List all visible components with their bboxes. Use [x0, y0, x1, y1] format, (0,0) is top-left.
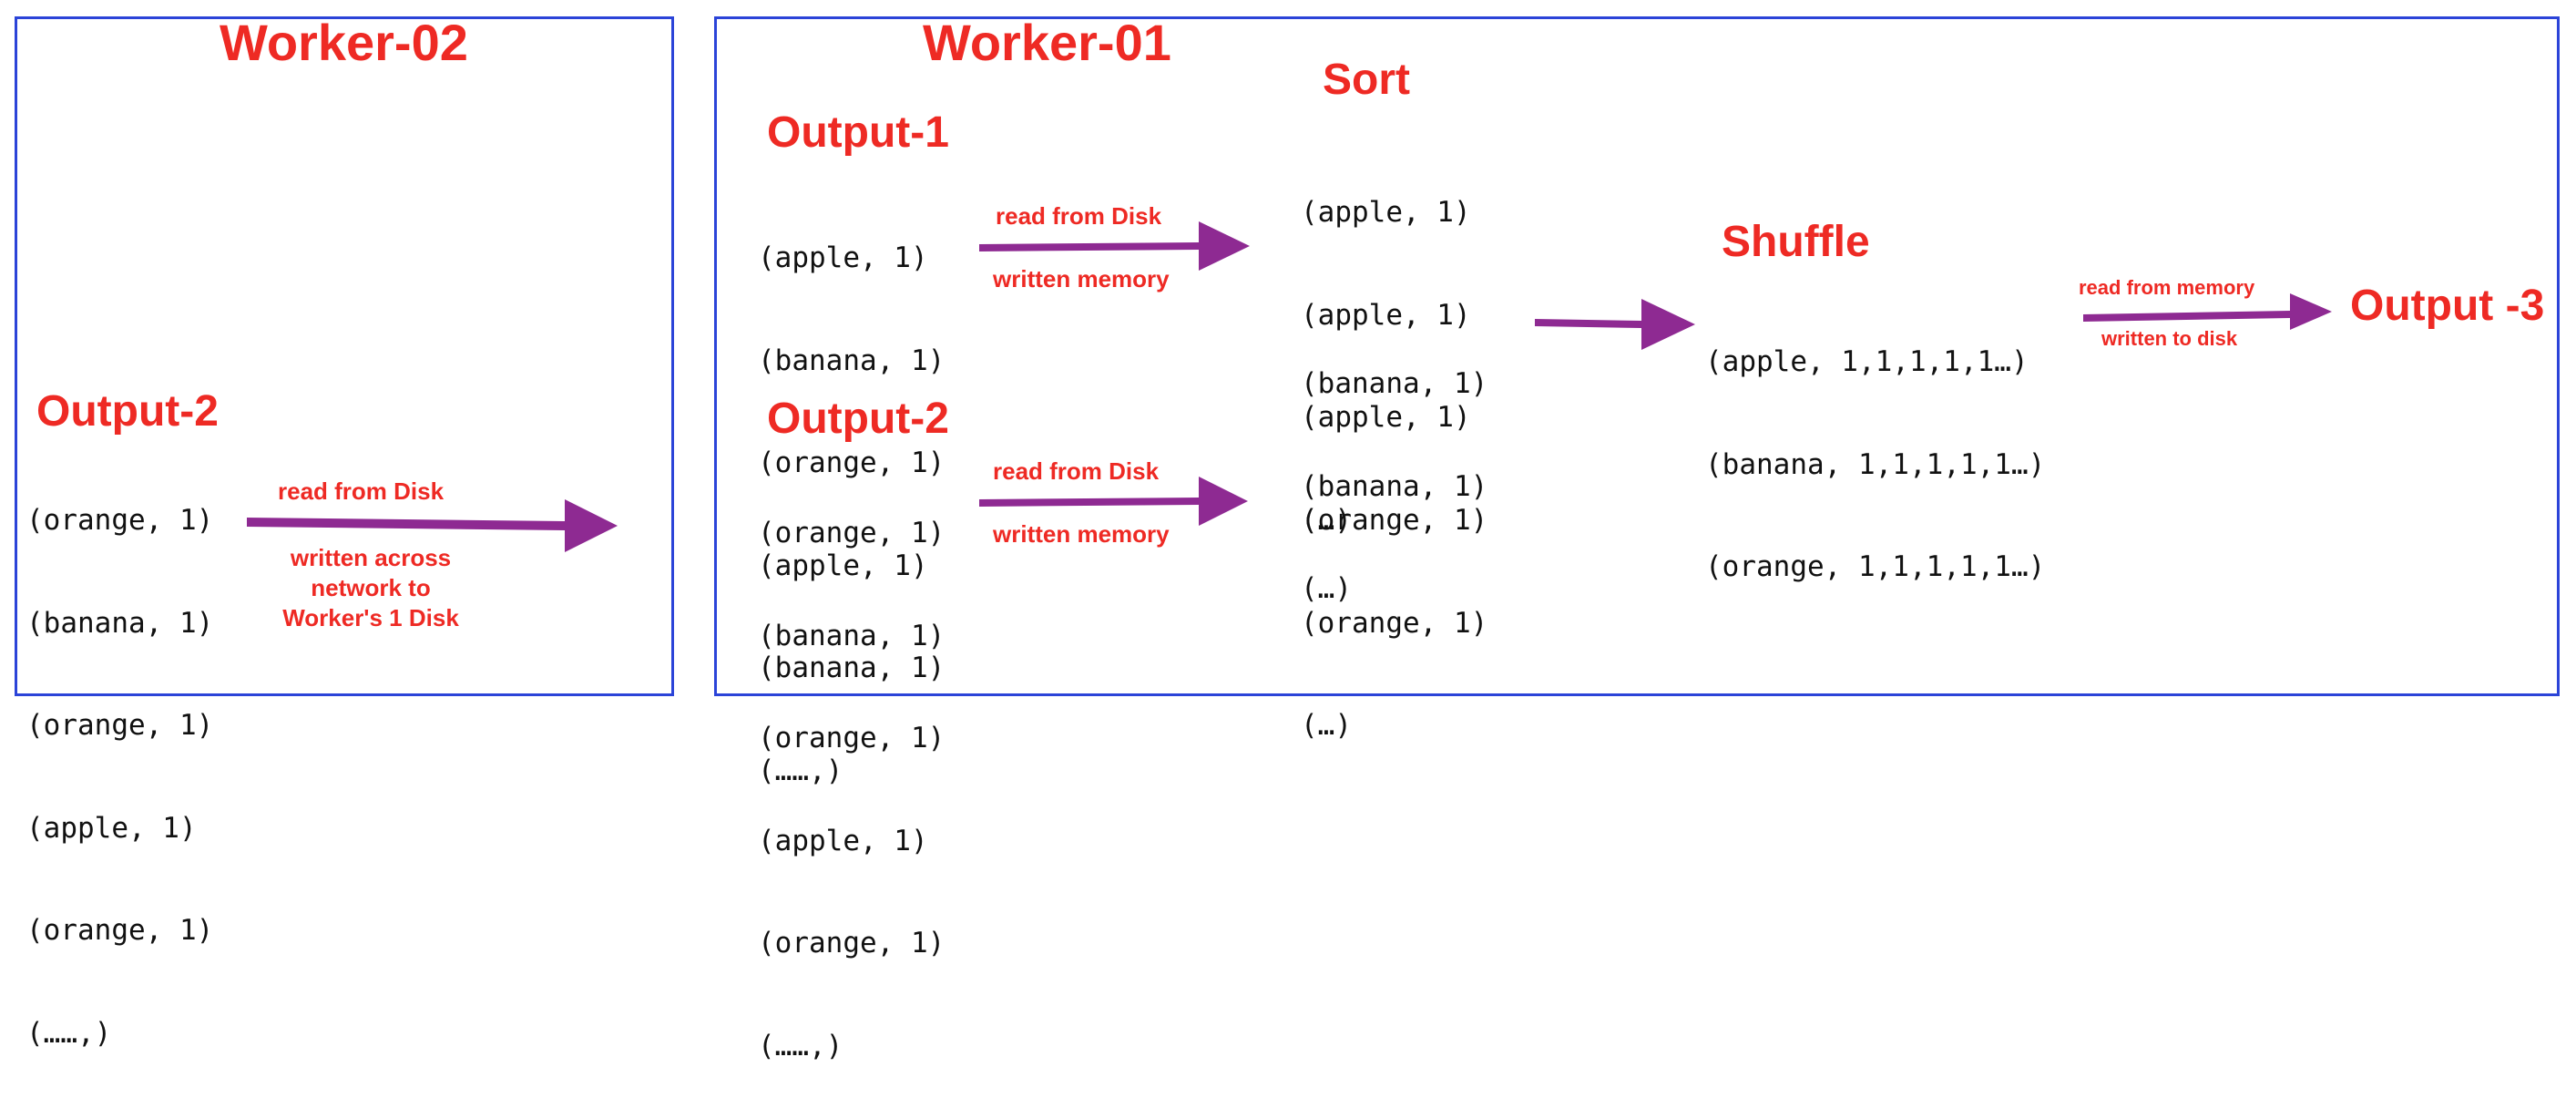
worker-02-arrow-top-label: read from Disk	[278, 477, 445, 505]
record: (banana, 1)	[758, 652, 946, 684]
arrow-sort-to-shuffle	[1535, 299, 1695, 350]
output-2-arrow-bottom-label: written memory	[993, 520, 1170, 548]
shuffle-arrow-top-label: read from memory	[2079, 276, 2255, 299]
output-1-arrow-top-label: read from Disk	[996, 202, 1162, 230]
output-3-title: Output -3	[2350, 282, 2545, 330]
record: (apple, 1)	[26, 811, 197, 845]
worker-01-box	[714, 16, 2560, 696]
record: (banana, 1)	[758, 619, 946, 652]
output-2-title: Output-2	[767, 395, 949, 443]
record: (banana, 1,1,1,1,1…)	[1705, 447, 2046, 481]
label-line: Worker's 1 Disk	[282, 604, 459, 631]
worker-02-box	[15, 16, 674, 696]
record: (apple, 1)	[1301, 298, 1471, 332]
record: (orange, 1)	[26, 504, 214, 537]
record: (banana, 1)	[758, 344, 946, 377]
record: (apple, 1)	[1301, 401, 1471, 434]
arrow-output-1-to-sort	[979, 221, 1250, 271]
sort-title: Sort	[1323, 56, 1410, 104]
record: (orange, 1)	[1301, 606, 1488, 640]
output-1-title: Output-1	[767, 108, 949, 157]
record: (apple, 1)	[1301, 196, 1471, 229]
record: (banana, 1)	[26, 606, 214, 640]
worker-01-title: Worker-01	[923, 14, 1171, 71]
worker-02-title: Worker-02	[220, 14, 468, 71]
arrow-output-2-to-sort	[979, 477, 1248, 526]
arrow-shuffle-to-output-3	[2083, 293, 2332, 330]
record: (apple, 1)	[758, 241, 928, 274]
record: (……,)	[26, 1016, 112, 1050]
sort-group-apple: (apple, 1) (apple, 1) (apple, 1) (…)	[1301, 128, 1471, 572]
record: (banana, 1)	[1301, 367, 1488, 400]
shuffle-arrow-bottom-label: written to disk	[2101, 327, 2238, 350]
record: (orange, 1)	[758, 446, 946, 479]
record: (orange, 1)	[1301, 504, 1488, 537]
record: (orange, 1)	[26, 914, 214, 947]
record: (……,)	[758, 1029, 843, 1062]
record: (…)	[1301, 503, 1352, 537]
arrow-worker-02-to-worker-01	[247, 499, 618, 552]
sort-group-banana: (banana, 1) (banana, 1) (…)	[1301, 299, 1487, 641]
record: (orange, 1)	[758, 927, 946, 959]
record: (orange, 1)	[758, 517, 946, 549]
output-2-arrow-top-label: read from Disk	[993, 457, 1160, 485]
sort-group-orange: (orange, 1) (orange, 1) (…)	[1301, 436, 1487, 777]
output-1-arrow-bottom-label: written memory	[993, 265, 1170, 292]
worker-02-arrow-bottom-label: written across network to Worker's 1 Dis…	[266, 543, 475, 633]
label-line: written across	[290, 544, 452, 571]
shuffle-title: Shuffle	[1722, 218, 1870, 266]
record: (orange, 1,1,1,1,1…)	[1705, 550, 2046, 583]
worker-02-output-2-title: Output-2	[36, 387, 219, 436]
record: (apple, 1)	[758, 824, 928, 857]
record: (apple, 1)	[758, 549, 928, 582]
shuffle-records: (apple, 1,1,1,1,1…) (banana, 1,1,1,1,1…)…	[1705, 277, 2045, 619]
record: (banana, 1)	[1301, 469, 1488, 503]
flow-arrows	[247, 221, 2332, 552]
label-line: network to	[311, 574, 431, 601]
record: (…)	[1301, 572, 1352, 605]
record: (apple, 1,1,1,1,1…)	[1705, 345, 2029, 378]
